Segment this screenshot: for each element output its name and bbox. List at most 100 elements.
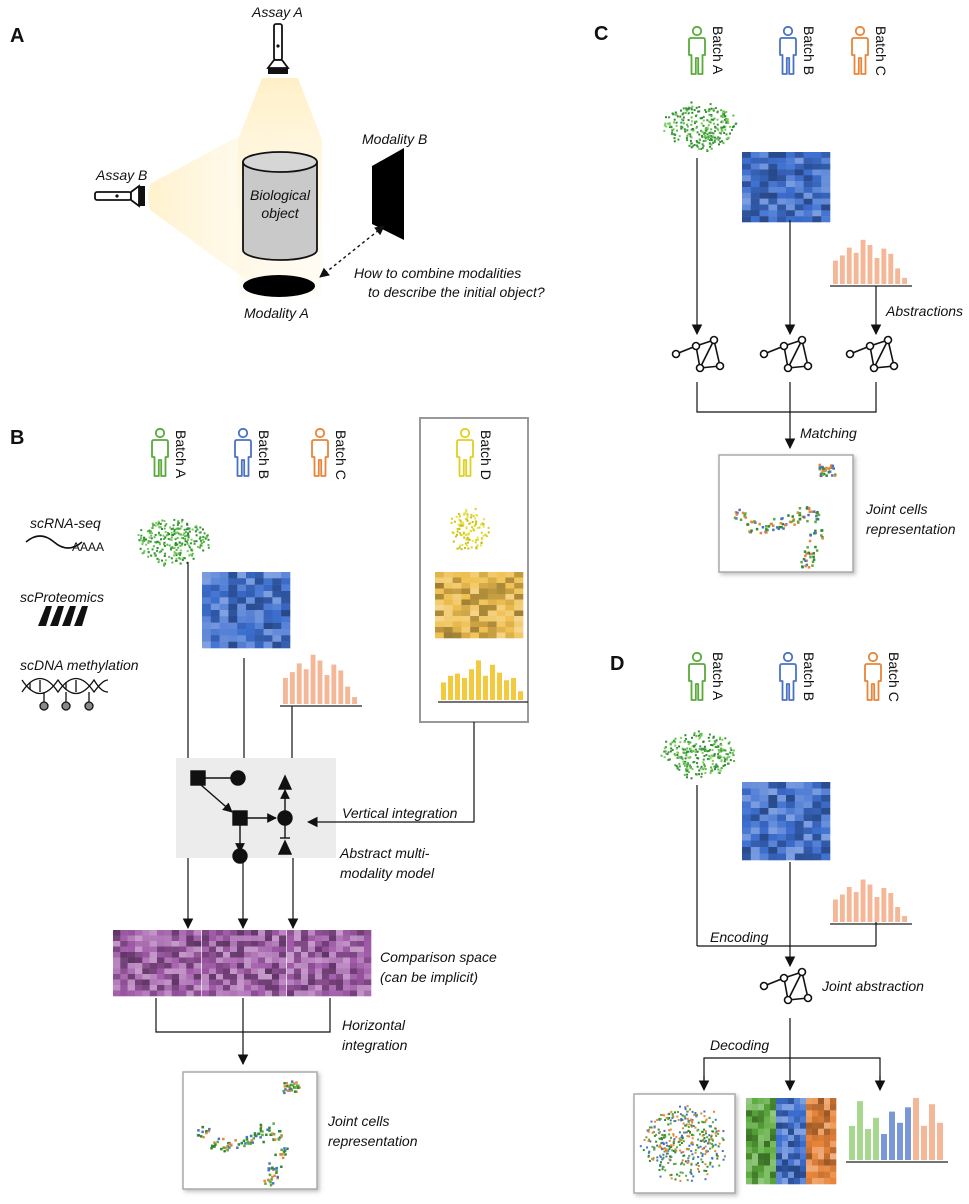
scatter-point [677, 756, 680, 758]
heatmap-cell [202, 952, 210, 958]
heatmap-cell [768, 187, 778, 194]
heatmap-cell [281, 616, 291, 623]
scatter-point [710, 131, 713, 134]
scatter-point [216, 1140, 219, 1144]
scatter-point [700, 747, 703, 750]
scatter-point [686, 1105, 689, 1108]
heatmap-cell [272, 591, 282, 598]
scatter-point [688, 1135, 691, 1138]
scatter-point [174, 542, 177, 544]
scatter-point [777, 527, 780, 531]
heatmap-cell [452, 594, 462, 600]
heatmap-cell [364, 979, 372, 986]
heatmap-cell [803, 152, 813, 159]
heatmap-cell [343, 952, 351, 958]
heatmap-cell [230, 957, 238, 964]
scatter-point [708, 142, 711, 145]
scatter-point [830, 466, 834, 469]
scatter-point [173, 551, 176, 554]
heatmap-cell [803, 808, 813, 815]
scatter-point [159, 522, 162, 525]
scatter-point [199, 536, 202, 539]
heatmap-cell [135, 952, 143, 958]
scatter-point [674, 744, 677, 747]
heatmap-cell [258, 946, 266, 953]
heatmap-cell [800, 1153, 807, 1160]
heatmap-cell [301, 935, 309, 942]
scatter-point [177, 520, 180, 523]
heatmap-cell [794, 1116, 801, 1123]
heatmap-cell [443, 583, 453, 589]
heatmap-cell [281, 572, 291, 579]
heatmap-cell [272, 974, 280, 980]
batch-d-label: Batch D [478, 430, 494, 480]
scatter-point [297, 1084, 300, 1088]
scatter-point [715, 1152, 718, 1155]
heatmap-cell [824, 1147, 831, 1154]
heatmap-cell [127, 930, 136, 936]
heatmap-cell [202, 957, 210, 964]
scatter-point [739, 518, 743, 521]
heatmap-cell [812, 1134, 819, 1142]
scatter-point [681, 1159, 684, 1162]
scatter-point [782, 527, 785, 530]
scatter-point [170, 534, 173, 536]
heatmap-cell [202, 591, 212, 598]
scatter-point [466, 513, 469, 516]
scatter-point [666, 753, 669, 756]
scatter-point [647, 1130, 650, 1133]
d-batch-b-heatmap [742, 782, 831, 861]
heatmap-cell [237, 603, 247, 611]
heatmap-cell [496, 572, 506, 578]
scatter-point [165, 523, 168, 526]
scatter-point [690, 101, 693, 104]
scatter-point [189, 553, 192, 556]
heatmap-cell [770, 1110, 777, 1117]
scatter-point [721, 738, 724, 741]
scatter-point [687, 1130, 690, 1132]
scatter-point [460, 548, 463, 551]
heatmap-cell [818, 1147, 825, 1154]
heatmap-cell [308, 990, 316, 997]
scatter-point [186, 561, 189, 564]
heatmap-cell [219, 603, 229, 611]
scatter-point [267, 1178, 270, 1182]
heatmap-cell [794, 1153, 801, 1160]
scatter-point [724, 764, 726, 767]
scatter-point [687, 119, 690, 122]
heatmap-cell [179, 985, 187, 991]
heatmap-cell [803, 853, 813, 861]
heatmap-cell [750, 834, 760, 841]
heatmap-cell [186, 985, 194, 991]
heatmap-cell [322, 974, 330, 980]
heatmap-cell [329, 963, 337, 969]
scatter-point [484, 533, 487, 536]
scatter-point [696, 750, 699, 753]
bar [833, 260, 838, 284]
scatter-point [698, 773, 700, 776]
heatmap-cell [135, 974, 143, 980]
scatter-point [702, 740, 705, 743]
heatmap-cell [794, 1134, 801, 1142]
heatmap-cell [788, 1153, 795, 1160]
heatmap-cell [461, 572, 471, 578]
scatter-point [675, 1136, 678, 1139]
scatter-point [485, 535, 488, 538]
scatter-point [664, 1119, 667, 1121]
scatter-point [170, 536, 173, 539]
scatter-point [730, 749, 733, 752]
scatter-point [457, 523, 460, 526]
scatter-point [668, 1112, 671, 1115]
heatmap-cell [800, 1110, 807, 1117]
scatter-point [701, 1130, 704, 1133]
scatter-point [708, 755, 711, 758]
heatmap-cell [202, 622, 212, 630]
heatmap-cell [496, 577, 506, 584]
scatter-point [685, 768, 688, 771]
scatter-point [683, 1163, 686, 1166]
heatmap-cell [329, 946, 337, 953]
scatter-point [696, 131, 699, 134]
scatter-point [668, 1139, 671, 1142]
bar [324, 675, 330, 704]
scatter-point [684, 748, 686, 751]
